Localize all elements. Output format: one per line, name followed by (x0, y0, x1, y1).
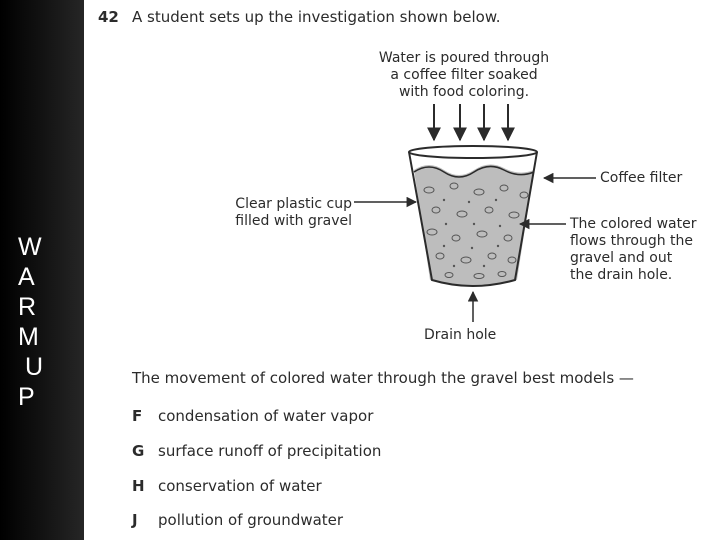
cup (408, 145, 538, 287)
flow-label-line: The colored water (570, 216, 697, 232)
question-slide: 42 A student sets up the investigation s… (84, 0, 720, 540)
question-text: A student sets up the investigation show… (132, 8, 501, 26)
warmup-letter: A (18, 263, 35, 291)
filter-label: Coffee filter (600, 170, 683, 186)
pour-label-line: a coffee filter soaked (390, 67, 538, 83)
question-number: 42 (98, 8, 119, 26)
cup-label-line: filled with gravel (235, 213, 352, 229)
option-text: pollution of groundwater (158, 511, 344, 529)
warmup-letter: W (18, 233, 42, 261)
flow-label-line: gravel and out (570, 250, 673, 266)
flow-label-line: the drain hole. (570, 267, 673, 283)
cup-label-line: Clear plastic cup (235, 196, 352, 212)
question-stem: The movement of colored water through th… (132, 369, 634, 387)
option-text: condensation of water vapor (158, 407, 374, 425)
option-letter: H (132, 477, 145, 495)
flow-label: The colored water flows through the grav… (570, 216, 697, 284)
pour-label: Water is poured through a coffee filter … (354, 50, 574, 101)
cup-label: Clear plastic cup filled with gravel (224, 196, 352, 230)
pour-label-line: Water is poured through (378, 50, 550, 66)
warmup-letter: R (18, 293, 37, 321)
option-letter: G (132, 442, 145, 460)
drain-label: Drain hole (424, 327, 497, 343)
option-text: surface runoff of precipitation (158, 442, 382, 460)
warmup-letter: P (18, 383, 35, 411)
option-letter: F (132, 407, 143, 425)
option-letter: J (132, 511, 138, 529)
option-text: conservation of water (158, 477, 322, 495)
gravel-cup-diagram (354, 104, 596, 322)
warm-up-vertical-text: W A R M U P (18, 232, 58, 412)
warmup-letter: M (18, 323, 39, 351)
flow-label-line: flows through the (570, 233, 694, 249)
warmup-letter: U (18, 353, 43, 381)
sidebar: W A R M U P (0, 0, 84, 540)
gravel (423, 182, 529, 279)
pour-arrows (427, 104, 515, 142)
pour-label-line: with food coloring. (398, 84, 530, 100)
